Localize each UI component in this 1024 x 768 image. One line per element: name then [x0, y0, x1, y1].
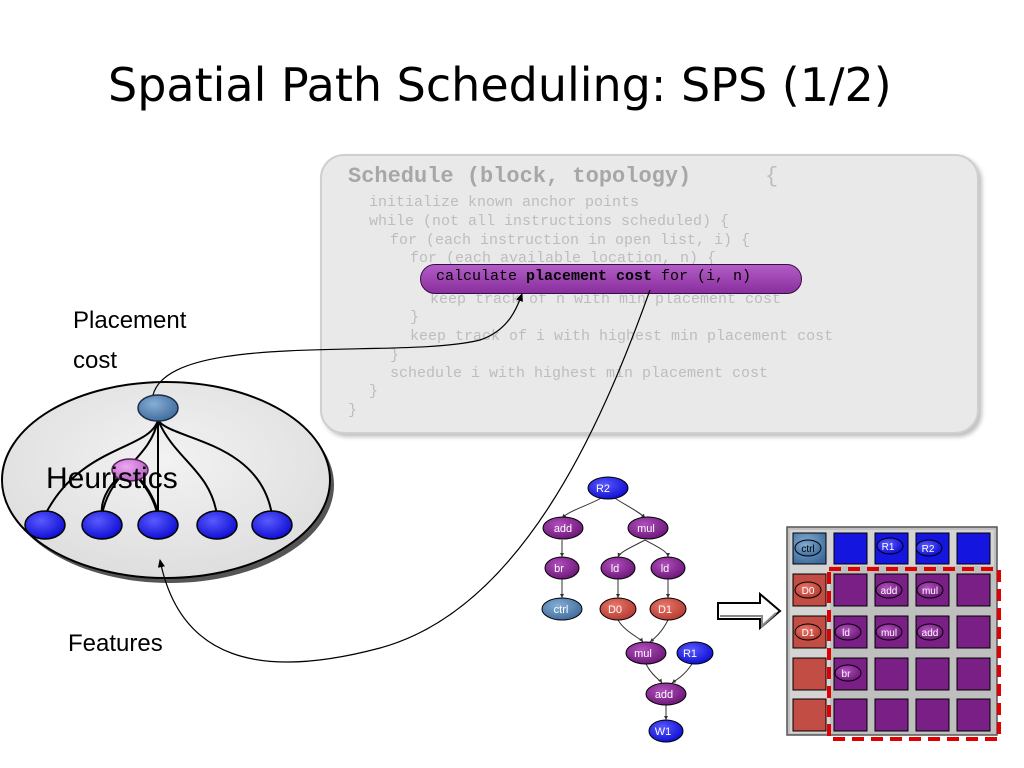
code-line: }	[348, 402, 358, 419]
node-label: D1	[658, 604, 672, 616]
processor-grid: ctrl R1 R2 D0 D1 add mul ld mul add br	[786, 526, 1001, 741]
node-label: mul	[637, 523, 655, 535]
placement-cost-arrow	[152, 292, 523, 396]
code-line: initialize known anchor points	[369, 194, 640, 211]
node-label: W1	[655, 726, 672, 738]
node-label: mul	[634, 648, 652, 660]
node-label: ctrl	[554, 604, 569, 616]
code-line: for (each available location, n) {	[410, 250, 717, 267]
node-label: add	[554, 523, 572, 535]
dataflow-graph: R2 add mul br ld ld ctrl D0 D1 mul R1 ad…	[541, 476, 714, 743]
grid-label: R2	[922, 544, 935, 555]
placement-label: Placement	[73, 307, 187, 334]
grid-label: R1	[882, 542, 895, 553]
node-label: R2	[596, 483, 610, 495]
code-header-brace: {	[765, 164, 779, 189]
code-header: Schedule (block, topology)	[348, 164, 692, 189]
grid-label: ld	[842, 628, 850, 639]
code-line: schedule i with highest min placement co…	[390, 365, 769, 382]
heuristic-root-node	[137, 394, 179, 422]
grid-label: add	[922, 628, 939, 639]
grid-label: D1	[802, 628, 815, 639]
highlighted-code-text: calculate placement cost for (i, n)	[436, 268, 752, 285]
features-arrow	[157, 289, 651, 663]
grid-label: mul	[922, 586, 938, 597]
code-line: while (not all instructions scheduled) {	[369, 213, 730, 230]
node-label: br	[554, 563, 564, 575]
grid-label: br	[842, 669, 852, 680]
slide-title: Spatial Path Scheduling: SPS (1/2)	[108, 58, 892, 112]
scheduled-region-outline	[827, 567, 1001, 741]
code-line: }	[369, 383, 379, 400]
code-line: }	[390, 347, 400, 364]
grid-label: add	[881, 586, 898, 597]
code-line: for (each instruction in open list, i) {	[390, 232, 751, 249]
code-line: }	[410, 309, 420, 326]
code-line: keep track of n with min placement cost	[430, 291, 782, 308]
node-label: D0	[608, 604, 622, 616]
node-label: add	[655, 689, 673, 701]
highlighted-code-line	[420, 264, 802, 294]
node-label: R1	[683, 648, 697, 660]
node-label: ld	[611, 563, 620, 575]
heuristic-mid-node	[111, 458, 149, 482]
cost-label: cost	[73, 347, 118, 374]
code-line: keep track of i with highest min placeme…	[410, 328, 834, 345]
grid-label: D0	[802, 586, 815, 597]
grid-label: mul	[881, 628, 897, 639]
code-panel	[320, 154, 979, 434]
feature-nodes	[24, 510, 293, 540]
grid-label: ctrl	[801, 544, 814, 555]
dataflow-edges	[560, 496, 693, 720]
heuristics-label: Heuristics	[46, 462, 178, 495]
features-label: Features	[68, 630, 163, 657]
node-label: ld	[661, 563, 670, 575]
mapping-arrow-icon	[717, 591, 782, 631]
